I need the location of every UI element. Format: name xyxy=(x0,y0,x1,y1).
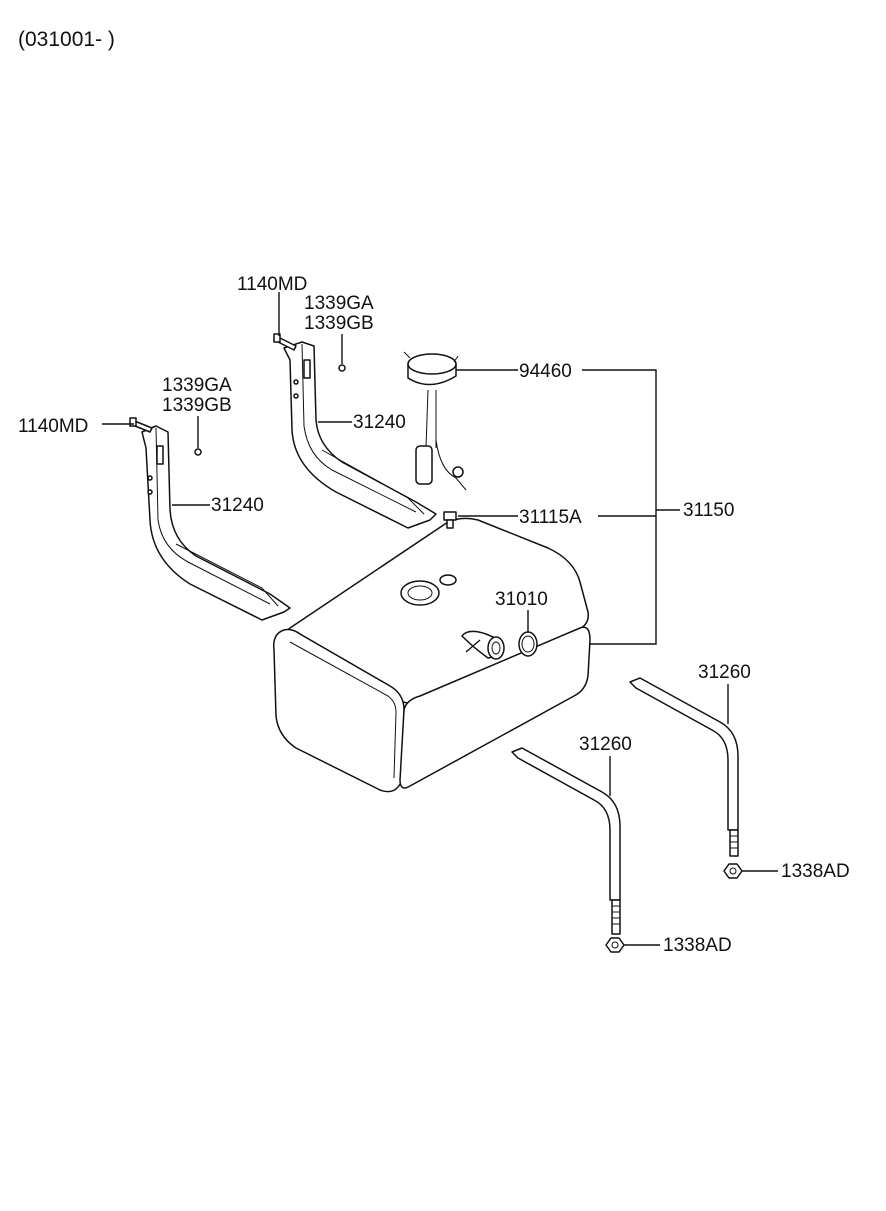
nut-left-1339 xyxy=(194,448,202,456)
label-1339GA-right: 1339GA xyxy=(304,293,374,314)
nut-right-1339 xyxy=(338,364,346,372)
strap-right-31260 xyxy=(629,677,739,857)
label-31115A: 31115A xyxy=(519,507,582,528)
fuel-sender-94460 xyxy=(403,351,467,491)
label-94460: 94460 xyxy=(519,361,572,382)
label-31150: 31150 xyxy=(683,500,734,521)
label-1140MD-right: 1140MD xyxy=(237,274,307,295)
cap-31115A xyxy=(443,511,457,529)
label-31260-right: 31260 xyxy=(698,662,751,683)
label-1339GB-right: 1339GB xyxy=(304,313,374,334)
leader-lines xyxy=(102,292,778,946)
label-1338AD-right: 1338AD xyxy=(781,861,850,882)
label-1140MD-left: 1140MD xyxy=(18,416,88,437)
screw-right-1140MD xyxy=(273,333,297,351)
date-code-header: (031001- ) xyxy=(18,28,115,51)
screw-left-1140MD xyxy=(129,417,153,433)
label-31260-left: 31260 xyxy=(579,734,632,755)
strap-left-31260 xyxy=(511,747,621,935)
label-31010: 31010 xyxy=(495,589,548,610)
bracket-left-31240 xyxy=(141,425,291,621)
label-1338AD-left: 1338AD xyxy=(663,935,732,956)
label-31240-right: 31240 xyxy=(353,412,406,433)
label-1339GA-left: 1339GA xyxy=(162,375,232,396)
label-31240-left: 31240 xyxy=(211,495,264,516)
fuel-tank-31010 xyxy=(272,517,591,793)
strap-nut-right-1338AD xyxy=(723,863,743,879)
strap-nut-left-1338AD xyxy=(605,937,625,953)
label-1339GB-left: 1339GB xyxy=(162,395,232,416)
part-labels: 1140MD 1140MD 1339GA 1339GB 1339GA 1339G… xyxy=(18,274,850,956)
bracket-right-31240 xyxy=(283,341,437,529)
